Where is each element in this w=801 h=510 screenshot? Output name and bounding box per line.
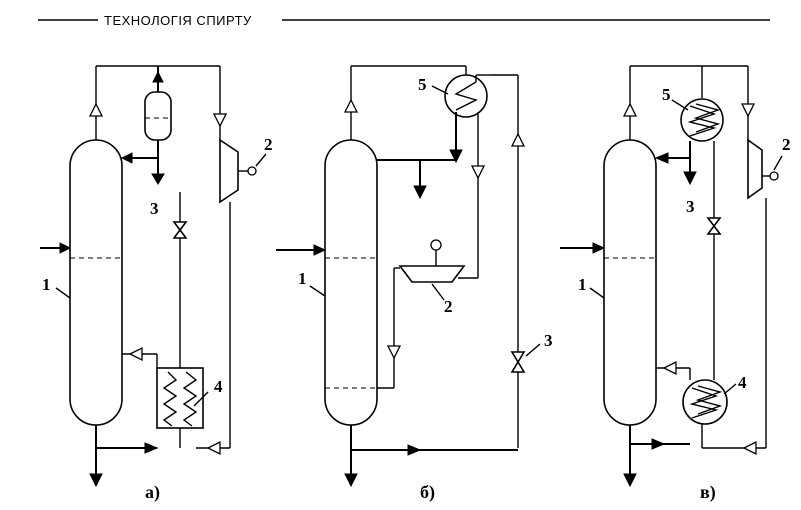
flow-arrow-left-a	[206, 440, 221, 456]
label-valve-c: 3	[686, 197, 695, 216]
flow-arrow-return-c	[662, 360, 677, 376]
flow-arrow-down-b	[470, 165, 486, 180]
label-condenser-c: 5	[662, 85, 671, 104]
coil-c-5b	[693, 103, 721, 133]
valve-c-bottom	[706, 224, 722, 235]
label-column-c: 1	[578, 275, 587, 294]
label-valve-b: 3	[544, 331, 553, 350]
coil-a-1	[162, 371, 178, 427]
feed-arrow-a	[59, 242, 72, 254]
valve-a-top	[172, 221, 188, 232]
reflux-arrow-c	[654, 152, 669, 164]
flow-arrow-down-b2	[386, 345, 402, 360]
condenser-b	[444, 74, 488, 118]
leader-1b	[309, 285, 326, 297]
column-b	[324, 139, 378, 426]
label-hx-a: 4	[214, 377, 223, 396]
caption-c: в)	[700, 482, 716, 503]
label-column-b: 1	[298, 269, 307, 288]
leader-5c	[671, 99, 689, 111]
flow-arrow-up-b2	[510, 132, 526, 147]
leader-1c	[589, 287, 605, 299]
distillate-arrow-b	[413, 185, 427, 200]
feed-arrow-b	[313, 244, 327, 256]
leader-2c	[773, 155, 783, 171]
bottoms-arrow-b	[344, 473, 358, 488]
motor-icon-a	[247, 166, 257, 176]
coil-c-4a	[689, 387, 719, 419]
column-a	[69, 139, 123, 426]
label-compressor-b: 2	[444, 297, 453, 316]
heat-exchanger-a	[156, 367, 204, 429]
compressor-a	[219, 138, 239, 204]
label-compressor-a: 2	[264, 135, 273, 154]
condensate-arrow-b	[449, 149, 463, 164]
leader-2b	[431, 283, 445, 301]
leader-4a	[193, 391, 209, 407]
valve-a-bottom	[172, 228, 188, 239]
leader-3b	[525, 343, 541, 357]
condensate-arrow-c	[683, 171, 697, 186]
bottoms-hx-arrow-a	[144, 442, 159, 454]
scheme-a: 1 2 3 4 а)	[40, 65, 273, 503]
label-reboiler-c: 4	[738, 373, 747, 392]
compressor-b	[398, 265, 466, 283]
label-condenser-b: 5	[418, 75, 427, 94]
caption-a: а)	[145, 482, 160, 503]
valve-b-bottom	[510, 360, 526, 373]
bottoms-arrow-c	[623, 473, 637, 488]
flow-arrow-return-a	[128, 346, 143, 362]
page-header: ТЕХНОЛОГІЯ СПИРТУ	[38, 13, 770, 28]
scheme-b: 1 2 3 5 б)	[276, 65, 553, 503]
reflux-arrow-a	[120, 152, 133, 164]
coil-a-2	[182, 371, 198, 427]
distillate-arrow-a	[151, 173, 165, 185]
feed-arrow-c	[592, 242, 606, 254]
motor-icon-b	[430, 239, 442, 251]
running-title: ТЕХНОЛОГІЯ СПИРТУ	[104, 13, 252, 28]
valve-b-top	[510, 351, 526, 364]
caption-b: б)	[420, 482, 435, 503]
label-column-a: 1	[42, 275, 51, 294]
flow-arrow-up-b	[343, 98, 359, 113]
valve-c-top	[706, 217, 722, 228]
coil-c-4b	[695, 385, 723, 415]
bottoms-reboiler-arrow-c	[651, 438, 666, 450]
leader-4c	[723, 383, 737, 395]
leader-5b	[431, 85, 449, 95]
flow-arrow-down-c	[740, 103, 756, 118]
motor-icon-c	[769, 171, 779, 181]
flow-arrow-left-c	[742, 440, 757, 456]
label-valve-a: 3	[150, 199, 159, 218]
flow-arrow-up-a	[88, 102, 104, 117]
coil-b	[454, 81, 478, 111]
reflux-drum-a	[144, 91, 172, 141]
column-c	[603, 139, 657, 426]
flow-arrow-down-a	[212, 113, 228, 128]
bottoms-right-arrow-b	[407, 444, 422, 456]
leader-2a	[255, 153, 267, 167]
compressor-c	[747, 138, 763, 200]
leader-1a	[55, 287, 71, 299]
coil-c-5a	[687, 105, 717, 137]
flow-arrow-up-c	[622, 102, 638, 117]
scheme-c: 1 2 3 4 5 в)	[560, 65, 791, 503]
bottoms-arrow-a	[89, 473, 103, 488]
label-compressor-c: 2	[782, 135, 791, 154]
drum-arrow-a	[152, 70, 164, 83]
